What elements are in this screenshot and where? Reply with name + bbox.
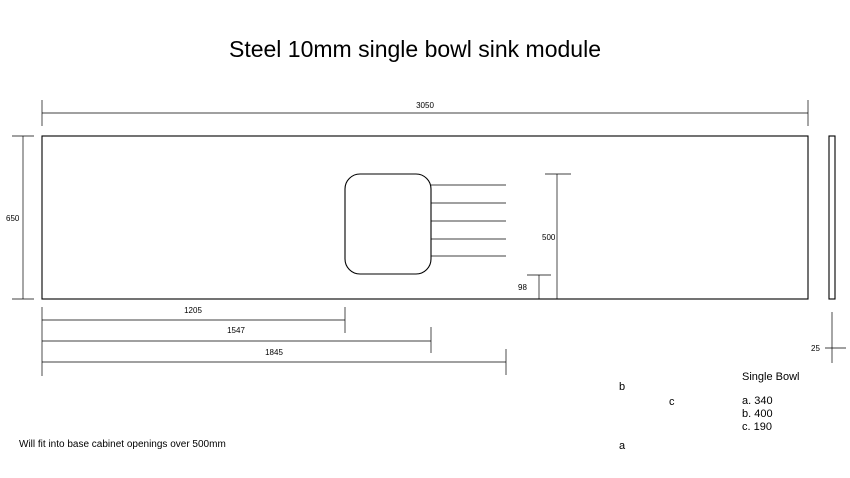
distance-3-dimension: 1845	[265, 348, 283, 357]
fit-note: Will fit into base cabinet openings over…	[19, 439, 226, 450]
label-c: c	[669, 396, 675, 408]
depth-dimension: 650	[6, 214, 20, 223]
legend-item-a: a. 340	[742, 395, 773, 407]
bowl-depth-dimension: 500	[542, 233, 556, 242]
drainer-grooves	[431, 184, 506, 257]
label-a: a	[619, 440, 626, 452]
legend-item-c: c. 190	[742, 421, 772, 433]
length-dimension: 3050	[416, 101, 434, 110]
diagram-title: Steel 10mm single bowl sink module	[228, 36, 601, 62]
distance-1-dimension: 1205	[184, 306, 202, 315]
benchtop-outline	[41, 135, 809, 300]
edge-profile	[828, 135, 836, 300]
distance-2-dimension: 1547	[227, 326, 245, 335]
legend-item-b: b. 400	[742, 408, 773, 420]
sink-bowl	[344, 173, 432, 275]
bowl-offset-dimension: 98	[518, 283, 527, 292]
thickness-dimension: 25	[811, 344, 820, 353]
label-b: b	[619, 381, 626, 393]
legend-heading: Single Bowl	[742, 371, 800, 383]
